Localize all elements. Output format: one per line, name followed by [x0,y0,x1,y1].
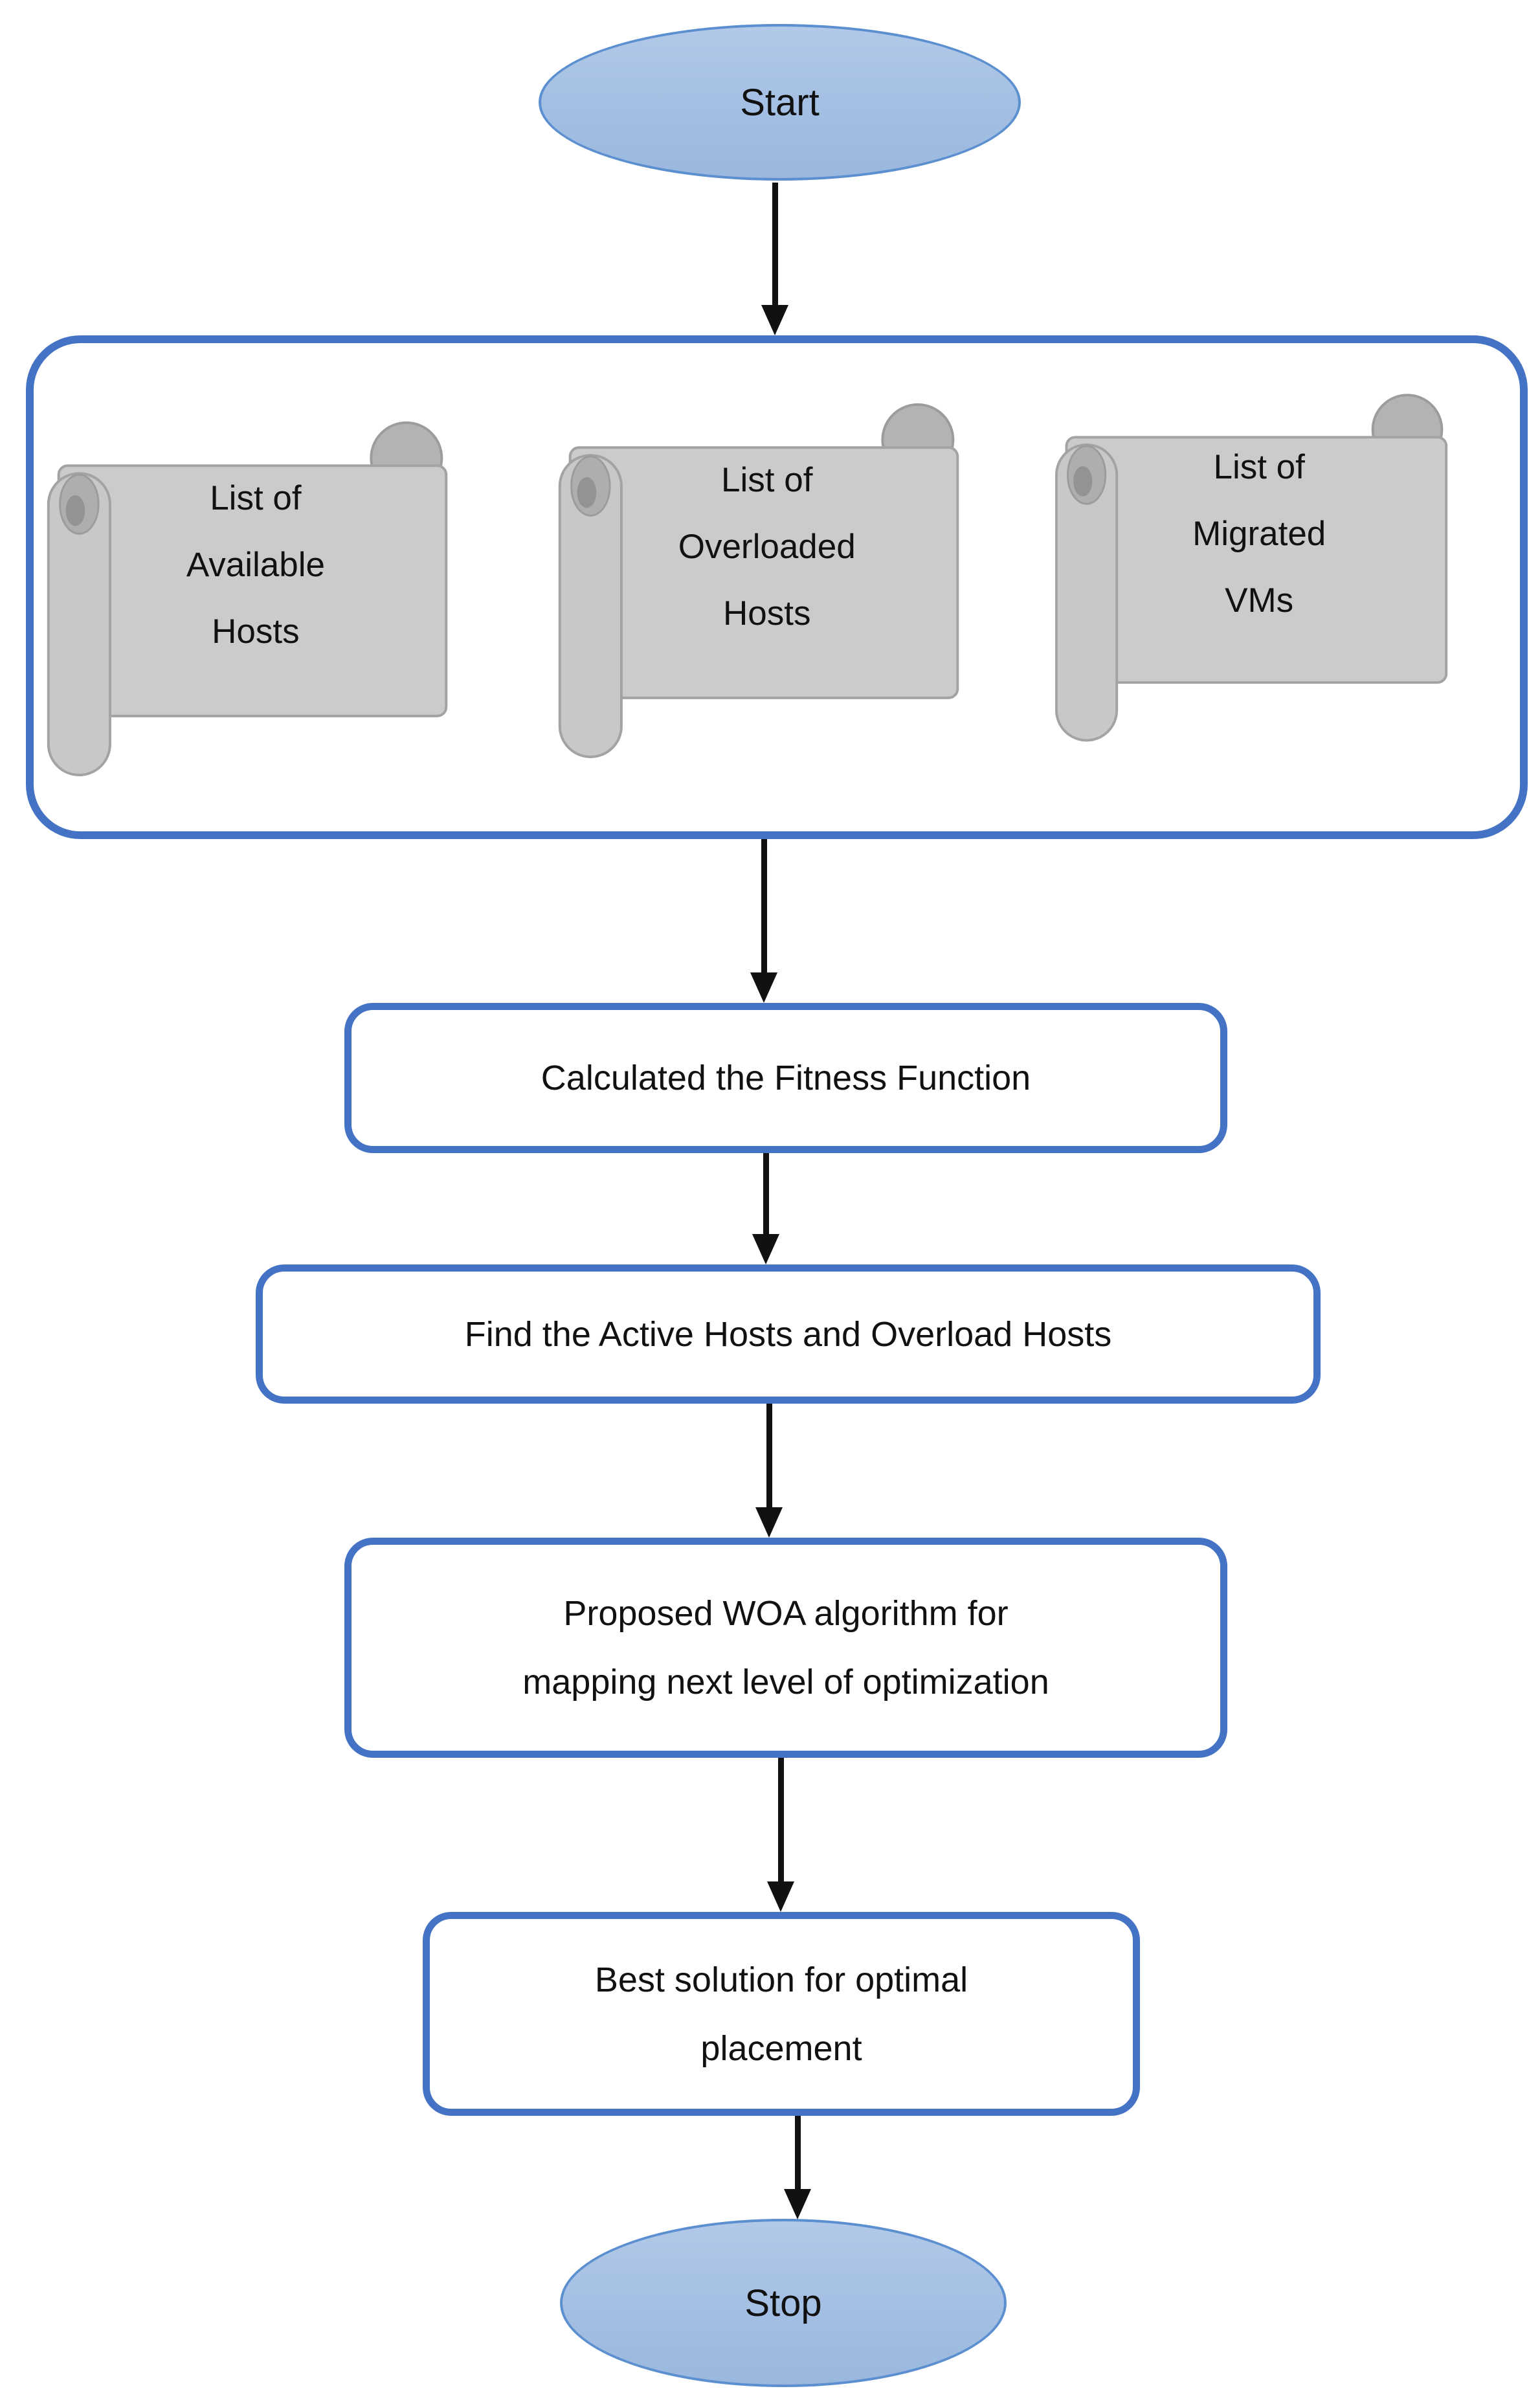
stop-label: Stop [744,2282,822,2324]
scroll-migrated-vms: List of Migrated VMs [1055,383,1451,746]
process-label-line2: placement [700,2028,862,2068]
arrow-best-to-stop [783,2116,812,2219]
arrow-head-icon [750,972,777,1003]
arrow-head-icon [784,2189,811,2219]
arrow-line [772,183,778,305]
arrow-head-icon [767,1881,794,1912]
scroll-shape-icon [47,421,448,777]
arrow-woa-to-best [766,1758,795,1912]
arrow-line [763,1153,769,1234]
process-best-solution: Best solution for optimal placement [423,1912,1140,2116]
process-find-hosts: Find the Active Hosts and Overload Hosts [256,1264,1321,1404]
process-label-line1: Best solution for optimal [594,1960,968,1999]
arrow-line [761,839,767,972]
scroll-overloaded-hosts: List of Overloaded Hosts [550,396,971,759]
arrow-head-icon [752,1234,779,1264]
arrow-inputs-to-fitness [750,839,778,1003]
scroll-label: List of Overloaded Hosts [678,461,856,633]
scroll-shape-icon [558,403,959,759]
process-label: Calculated the Fitness Function [541,1059,1031,1097]
arrow-start-to-inputs [761,183,789,335]
start-node: Start [539,24,1021,181]
scroll-label: List of Migrated VMs [1192,448,1326,620]
arrow-line [777,1758,784,1881]
scroll-available-hosts: List of Available Hosts [36,414,463,777]
arrow-head-icon [761,305,788,335]
arrow-line [766,1404,772,1507]
scroll-label: List of Available Hosts [186,479,325,651]
process-label-line1: Proposed WOA algorithm for [563,1594,1009,1633]
arrow-find-to-woa [755,1404,783,1538]
process-woa-algorithm: Proposed WOA algorithm for mapping next … [344,1538,1227,1758]
process-label-line2: mapping next level of optimization [522,1663,1049,1701]
stop-node: Stop [560,2219,1007,2387]
arrow-head-icon [755,1507,783,1538]
start-label: Start [740,81,820,124]
arrow-fitness-to-find [752,1153,780,1264]
process-calc-fitness: Calculated the Fitness Function [344,1003,1227,1153]
arrow-line [794,2116,801,2189]
scroll-shape-icon [1055,394,1448,742]
process-label: Find the Active Hosts and Overload Hosts [464,1314,1112,1354]
